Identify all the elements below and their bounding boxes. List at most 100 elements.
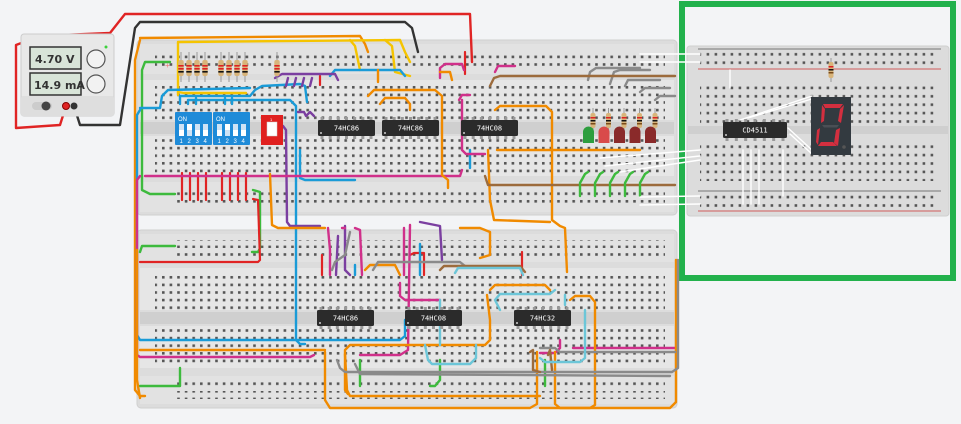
wire-brown[interactable] <box>483 174 677 187</box>
wire-green[interactable] <box>638 170 650 198</box>
wire-gray[interactable] <box>330 230 352 272</box>
wire-cyan[interactable] <box>538 308 587 364</box>
wire-orange[interactable] <box>366 88 450 190</box>
ic-cd4511[interactable]: CD4511 <box>723 119 787 141</box>
wire-green[interactable] <box>608 170 620 198</box>
positive-terminal-icon[interactable] <box>62 102 70 110</box>
wire-green[interactable] <box>578 170 590 198</box>
wire-white[interactable] <box>739 95 813 121</box>
wire-red[interactable] <box>138 197 262 264</box>
wire-gray[interactable] <box>608 68 652 86</box>
wire-yellow[interactable] <box>348 38 362 72</box>
wire-white[interactable] <box>604 155 701 167</box>
wire-orange[interactable] <box>488 283 552 292</box>
wire-white[interactable] <box>787 127 813 151</box>
wire-purple[interactable] <box>334 234 340 277</box>
wire-cyan[interactable] <box>423 343 478 366</box>
wire-yellow[interactable] <box>176 90 248 95</box>
wire-purple[interactable] <box>296 110 316 118</box>
dip-position-label: 1 <box>180 139 184 145</box>
ic-74hc32[interactable]: 74HC32 <box>514 307 571 329</box>
wire-orange[interactable] <box>486 148 552 224</box>
wire-white[interactable] <box>789 133 813 155</box>
wire-white[interactable] <box>619 159 701 173</box>
wire-blue[interactable] <box>138 86 252 110</box>
wire-magenta[interactable] <box>143 168 464 178</box>
wire-magenta[interactable] <box>398 281 442 302</box>
wire-white[interactable] <box>747 97 816 119</box>
wire-green[interactable] <box>428 358 442 388</box>
resistor <box>274 52 280 82</box>
wire-orange[interactable] <box>135 248 142 400</box>
wire-purple[interactable] <box>418 220 444 262</box>
segment-b <box>838 105 844 123</box>
wire-gray[interactable] <box>335 258 680 374</box>
wire-blue[interactable] <box>186 98 307 346</box>
wire-orange[interactable] <box>553 258 678 410</box>
wire-magenta[interactable] <box>493 64 517 74</box>
wire-white[interactable] <box>599 149 701 159</box>
slide-switch[interactable]: 1 <box>261 115 283 145</box>
wire-blue[interactable] <box>298 148 357 182</box>
wire-gray[interactable] <box>653 94 677 102</box>
wire-gray[interactable] <box>638 86 672 94</box>
power-supply[interactable]: 4.70 V 14.9 mA <box>20 33 115 117</box>
ic-74hc86[interactable]: 74HC86 <box>318 117 375 139</box>
wire-purple[interactable] <box>308 76 314 88</box>
wire-cyan[interactable] <box>493 288 557 312</box>
wire-purple[interactable] <box>300 76 306 88</box>
wire-blue[interactable] <box>135 108 407 342</box>
led <box>614 108 627 143</box>
wire-gray[interactable] <box>353 362 672 378</box>
ic-74hc08[interactable]: 74HC08 <box>461 117 518 139</box>
wire-blue[interactable] <box>178 82 309 106</box>
wire-cyan[interactable] <box>453 266 525 277</box>
wire-purple[interactable] <box>292 76 298 88</box>
wire-purple[interactable] <box>343 224 352 277</box>
wire-orange[interactable] <box>378 96 412 112</box>
wire-gray[interactable] <box>538 346 677 354</box>
wire-green[interactable] <box>140 60 177 196</box>
wire-green[interactable] <box>138 244 177 254</box>
wire-brown[interactable] <box>546 348 554 372</box>
voltage-knob[interactable] <box>86 49 106 69</box>
negative-terminal-icon[interactable] <box>70 102 78 110</box>
ic-74hc86[interactable]: 74HC86 <box>382 117 439 139</box>
wire-purple[interactable] <box>281 124 322 228</box>
wire-brown[interactable] <box>488 74 677 88</box>
wire-brown[interactable] <box>438 264 527 274</box>
ic-label: 74HC86 <box>333 315 358 323</box>
wire-orange[interactable] <box>438 70 454 82</box>
power-rail-bottom-plus <box>175 197 665 205</box>
wire-magenta[interactable] <box>358 223 412 357</box>
wire-orange[interactable] <box>343 293 492 396</box>
wire-yellow[interactable] <box>176 38 412 97</box>
wire-black-ground[interactable] <box>72 20 420 127</box>
wire-purple[interactable] <box>273 72 340 82</box>
wire-magenta[interactable] <box>135 174 316 359</box>
wire-orange[interactable] <box>268 172 327 230</box>
current-knob[interactable] <box>86 74 106 94</box>
wire-orange[interactable] <box>458 226 492 260</box>
wire-green[interactable] <box>623 170 635 198</box>
wire-orange[interactable] <box>133 38 147 398</box>
wire-green[interactable] <box>138 366 182 388</box>
wire-magenta[interactable] <box>326 226 332 277</box>
wire-gray[interactable] <box>623 78 662 88</box>
wire-orange[interactable] <box>493 104 569 274</box>
wire-gray[interactable] <box>371 260 467 272</box>
wire-white[interactable] <box>639 203 701 206</box>
wire-brown[interactable] <box>528 348 542 374</box>
segment-e <box>816 128 820 145</box>
wire-green[interactable] <box>593 170 605 198</box>
ic-74hc86[interactable]: 74HC86 <box>317 307 374 329</box>
ic-74hc08[interactable]: 74HC08 <box>405 307 462 329</box>
wire-white[interactable] <box>639 195 701 198</box>
wire-magenta[interactable] <box>353 226 364 277</box>
wire-magenta[interactable] <box>457 93 472 102</box>
wire-purple[interactable] <box>284 76 290 88</box>
wire-orange[interactable] <box>363 263 402 277</box>
